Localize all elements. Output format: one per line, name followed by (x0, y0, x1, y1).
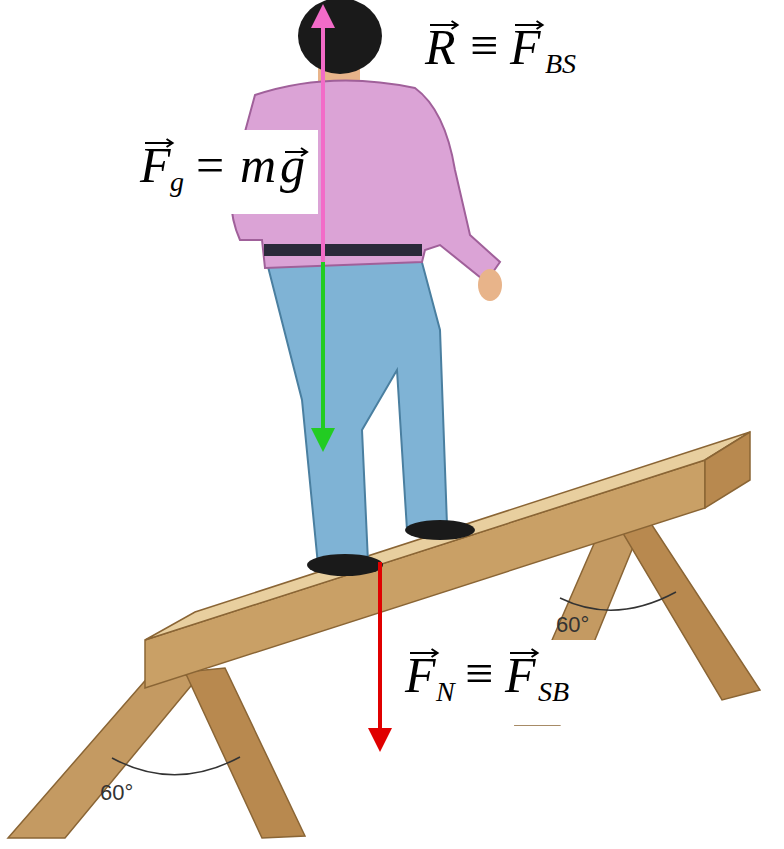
angle-label: 60° (556, 614, 589, 636)
subscript: N (436, 678, 455, 706)
man-figure (231, 0, 502, 576)
equivalence-sign: ≡ (470, 20, 498, 70)
left-sawhorse (8, 668, 305, 838)
equals-sign: = (196, 140, 224, 190)
vector-symbol: F (405, 650, 436, 700)
force-arrow (321, 16, 325, 262)
subscript: BS (545, 50, 576, 78)
label-ground (132, 130, 318, 214)
angle-label: 60° (100, 782, 133, 804)
label-ground (395, 640, 600, 725)
equivalence-sign: ≡ (465, 648, 493, 698)
force-arrow (321, 262, 325, 440)
vector-symbol: F (140, 140, 171, 190)
subscript: g (170, 168, 184, 196)
vector-symbol: F (510, 22, 541, 72)
force-arrow (378, 562, 382, 740)
vector-symbol: g (280, 140, 305, 190)
subscript: SB (538, 678, 569, 706)
vector-symbol: R (425, 22, 456, 72)
vector-symbol: F (505, 650, 536, 700)
mass-symbol: m (240, 140, 276, 190)
